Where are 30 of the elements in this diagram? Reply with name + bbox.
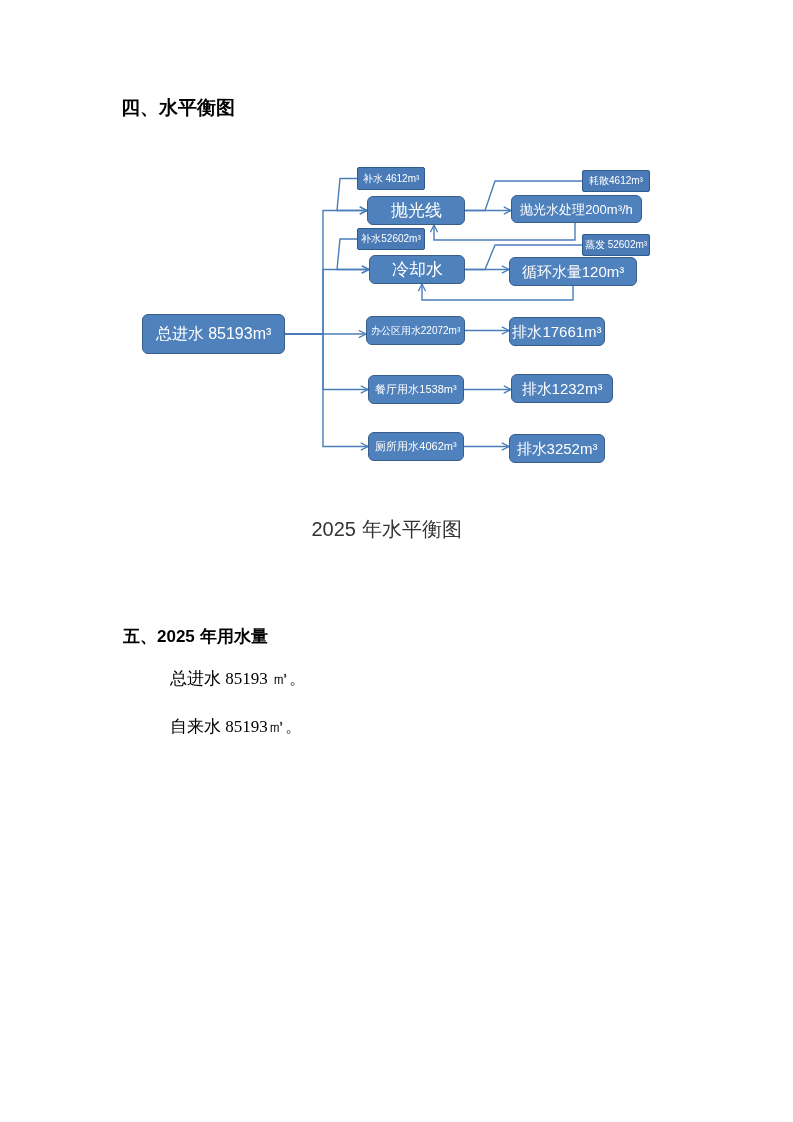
process-box: 排水1232m³ — [511, 374, 613, 403]
process-box: 抛光线 — [367, 196, 465, 225]
process-box: 冷却水 — [369, 255, 465, 284]
process-box: 排水17661m³ — [509, 317, 605, 346]
arrow — [464, 326, 510, 335]
quantity-tag: 补水 4612m³ — [357, 167, 425, 190]
arrow — [336, 177, 368, 215]
body-text: 自来水 85193㎥。 — [170, 716, 302, 738]
figure-caption: 2025 年水平衡图 — [311, 517, 462, 542]
arrow — [284, 333, 369, 451]
arrow — [417, 283, 574, 301]
body-text: 总进水 85193 ㎥。 — [170, 668, 306, 690]
process-box: 办公区用水22072m³ — [366, 316, 465, 345]
quantity-tag: 耗散4612m³ — [582, 170, 650, 192]
quantity-tag: 蒸发 52602m³ — [582, 234, 650, 256]
arrow — [336, 238, 370, 274]
connector-line — [464, 244, 583, 271]
connector-line — [464, 180, 583, 212]
section-heading: 五、2025 年用水量 — [123, 626, 268, 648]
process-box: 排水3252m³ — [509, 434, 605, 463]
section-heading: 四、水平衡图 — [121, 96, 235, 120]
arrow — [463, 385, 512, 394]
arrow — [429, 222, 576, 241]
quantity-tag: 补水52602m³ — [357, 228, 425, 250]
arrow — [463, 442, 510, 451]
process-box: 循环水量120m³ — [509, 257, 637, 286]
process-box: 抛光水处理200m³/h — [511, 195, 642, 223]
process-box: 厕所用水4062m³ — [368, 432, 464, 461]
process-box: 总进水 85193m³ — [142, 314, 285, 354]
process-box: 餐厅用水1538m³ — [368, 375, 464, 404]
